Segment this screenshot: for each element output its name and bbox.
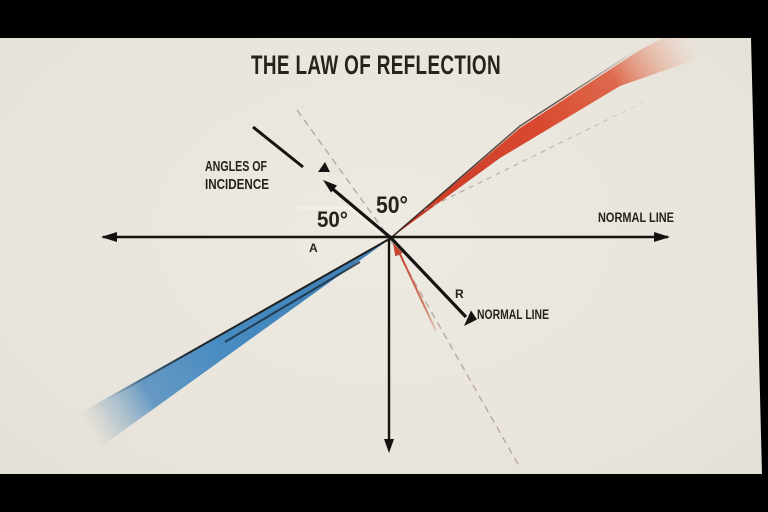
letterbox-bar-right <box>751 38 768 474</box>
incident-beam-edge <box>89 237 392 410</box>
dashed-guide-upper <box>296 109 391 240</box>
page-title: THE LAW OF REFLECTION <box>251 50 501 80</box>
reflected-beam-red <box>392 18 702 237</box>
red-arrow-line <box>398 251 437 332</box>
normal-line-label-lower: NORMAL LINE <box>477 307 549 322</box>
letterbox-bar-bottom <box>0 474 768 512</box>
incident-beam-core-stripe <box>224 261 361 343</box>
red-arrowhead-icon <box>393 243 403 257</box>
reflected-ray-line <box>389 236 468 319</box>
dashed-guide-lower <box>389 238 520 467</box>
incidence-caption-line1: ANGLES OF <box>205 158 267 175</box>
marker-a-label: A <box>309 241 318 255</box>
reflected-ray-arrowhead-icon <box>464 310 477 326</box>
left-arrowhead-icon <box>101 232 117 242</box>
marker-r-label: R <box>455 287 464 301</box>
angle-label-primary: 50° <box>376 192 408 219</box>
incident-ray-lower <box>326 183 393 240</box>
glint-stroke-diagonal <box>349 207 386 239</box>
angle-label-secondary: 50° <box>317 207 348 232</box>
incidence-caption-line2: INCIDENCE <box>205 176 269 193</box>
small-triangle-marker-icon <box>318 162 330 172</box>
normal-line-label-right: NORMAL LINE <box>598 210 674 225</box>
incident-ray-upper <box>252 125 304 169</box>
down-arrowhead-icon <box>384 439 394 453</box>
right-arrowhead-icon <box>654 232 670 242</box>
letterbox-bar-top <box>0 0 768 38</box>
incidence-caption: ANGLES OF INCIDENCE <box>205 158 271 193</box>
